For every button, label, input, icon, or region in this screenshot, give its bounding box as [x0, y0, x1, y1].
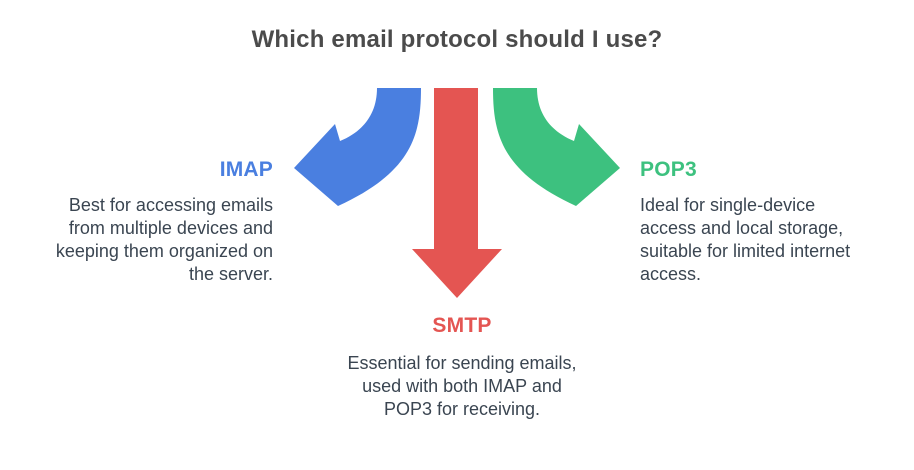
imap-label: IMAP	[219, 158, 273, 181]
page-title: Which email protocol should I use?	[251, 26, 663, 53]
imap-curved-arrow-left-icon	[294, 88, 421, 206]
pop3-section: POP3 Ideal for single-device access and …	[640, 158, 864, 286]
imap-description: Best for accessing emails from multiple …	[55, 195, 273, 284]
smtp-label: SMTP	[432, 314, 492, 337]
smtp-straight-arrow-down-icon	[412, 88, 502, 298]
smtp-section: SMTP Essential for sending emails, used …	[342, 314, 582, 421]
pop3-label: POP3	[640, 158, 697, 181]
smtp-description: Essential for sending emails, used with …	[347, 353, 577, 419]
pop3-description: Ideal for single-device access and local…	[640, 195, 851, 284]
imap-section: IMAP Best for accessing emails from mult…	[38, 158, 273, 286]
pop3-curved-arrow-right-icon	[493, 88, 620, 206]
